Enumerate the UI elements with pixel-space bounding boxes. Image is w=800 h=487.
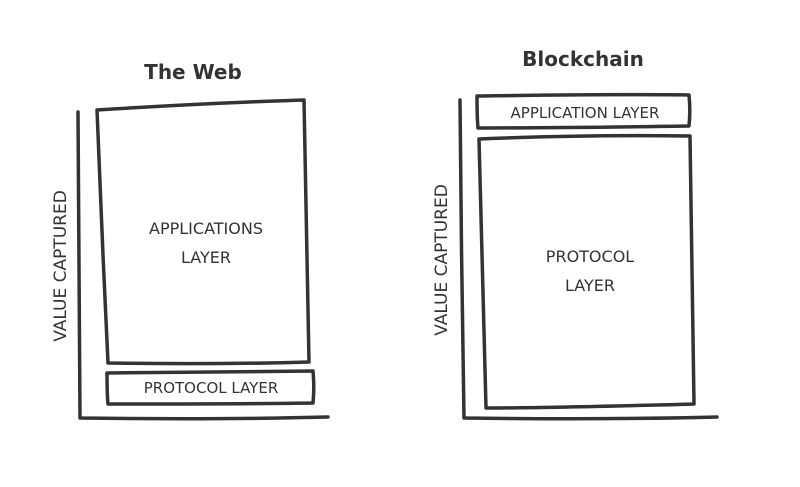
blockchain-axis [458,98,719,421]
web-panel: The Web VALUE CAPTURED APPLICATIONS LAYE… [51,60,330,421]
web-title: The Web [144,60,242,84]
web-axis-label: VALUE CAPTURED [51,190,71,342]
blockchain-title: Blockchain [522,47,644,71]
blockchain-protocol-layer-box [477,133,696,410]
web-axis [76,110,330,421]
blockchain-application-layer-label: APPLICATION LAYER [511,104,660,122]
web-applications-layer-label-line1: APPLICATIONS [149,219,263,238]
web-applications-layer-label-line2: LAYER [181,248,231,267]
blockchain-application-layer-box [475,92,692,130]
blockchain-protocol-layer-label-line1: PROTOCOL [546,247,634,266]
web-protocol-layer-box [105,369,316,406]
blockchain-protocol-layer-label-line2: LAYER [565,276,615,295]
web-protocol-layer-label: PROTOCOL LAYER [144,379,279,397]
web-applications-layer-box [95,98,311,366]
blockchain-panel: Blockchain VALUE CAPTURED APPLICATION LA… [432,47,719,421]
blockchain-axis-label: VALUE CAPTURED [432,184,452,336]
